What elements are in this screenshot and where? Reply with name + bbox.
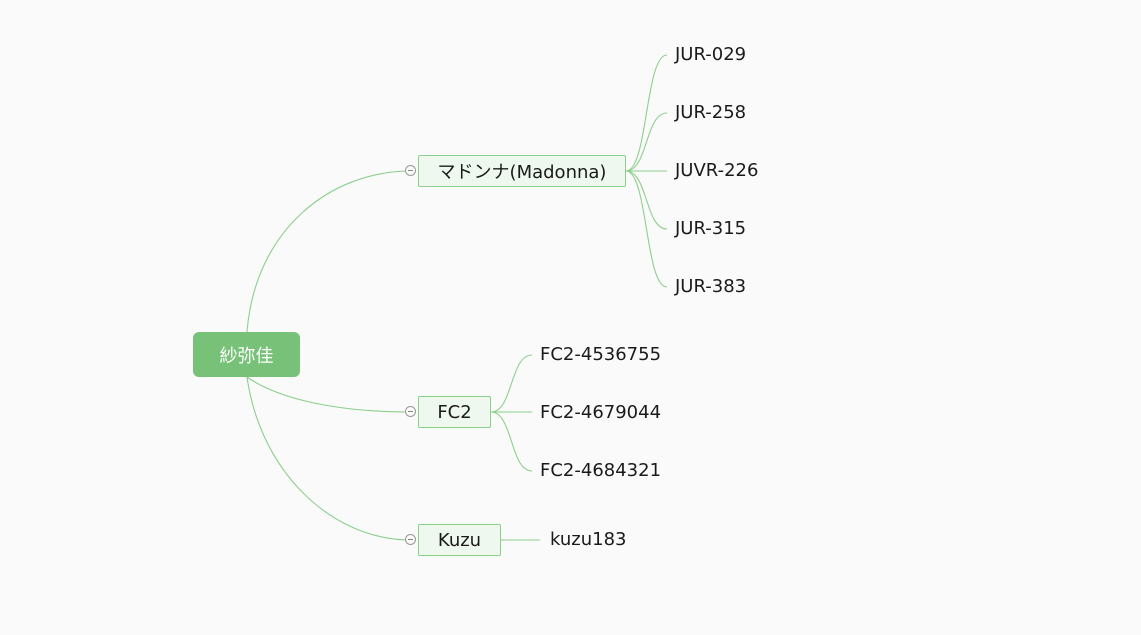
connector-madonna-jur258: [625, 112, 668, 172]
leaf-node-fc2-4684321[interactable]: FC2-4684321: [540, 459, 661, 483]
leaf-node-jur-029[interactable]: JUR-029: [675, 43, 746, 67]
leaf-node-jur-258[interactable]: JUR-258: [675, 101, 746, 125]
connector-madonna-jur315: [625, 170, 668, 230]
leaf-node-label: FC2-4536755: [540, 344, 662, 365]
connector-madonna-jur029: [625, 54, 668, 172]
root-node-label: 紗弥佳: [219, 345, 274, 367]
collapse-madonna-icon[interactable]: [405, 165, 416, 176]
leaf-node-label: JUR-315: [675, 218, 747, 239]
collapse-kuzu-icon[interactable]: [405, 534, 416, 545]
leaf-node-label: JUVR-226: [675, 160, 759, 181]
leaf-node-label: FC2-4684321: [540, 460, 662, 481]
collapse-fc2-icon[interactable]: [405, 406, 416, 417]
leaf-node-kuzu183[interactable]: kuzu183: [550, 528, 627, 552]
leaf-node-fc2-4679044[interactable]: FC2-4679044: [540, 401, 661, 425]
branch-node-label: Kuzu: [437, 529, 482, 551]
connector-root-fc2: [246, 376, 412, 413]
branch-node-label: マドンナ(Madonna): [437, 162, 607, 183]
leaf-node-label: FC2-4679044: [540, 402, 662, 423]
connector-fc2-4684321: [490, 411, 533, 472]
leaf-node-label: JUR-383: [675, 276, 747, 297]
leaf-node-juvr-226[interactable]: JUVR-226: [675, 159, 758, 183]
leaf-node-label: JUR-029: [675, 44, 747, 65]
connector-fc2-4536755: [490, 354, 533, 413]
branch-node-kuzu[interactable]: Kuzu: [418, 524, 501, 556]
leaf-node-label: JUR-258: [675, 102, 747, 123]
connector-root-kuzu: [246, 376, 412, 541]
branch-node-label: FC2: [437, 401, 472, 423]
leaf-node-jur-315[interactable]: JUR-315: [675, 217, 746, 241]
connector-root-madonna: [246, 170, 412, 333]
branch-node-madonna[interactable]: マドンナ(Madonna): [418, 155, 626, 187]
root-node[interactable]: 紗弥佳: [193, 332, 300, 377]
leaf-node-jur-383[interactable]: JUR-383: [675, 275, 746, 299]
leaf-node-label: kuzu183: [550, 529, 627, 550]
connector-madonna-jur383: [625, 170, 668, 288]
leaf-node-fc2-4536755[interactable]: FC2-4536755: [540, 343, 661, 367]
branch-node-fc2[interactable]: FC2: [418, 396, 491, 428]
